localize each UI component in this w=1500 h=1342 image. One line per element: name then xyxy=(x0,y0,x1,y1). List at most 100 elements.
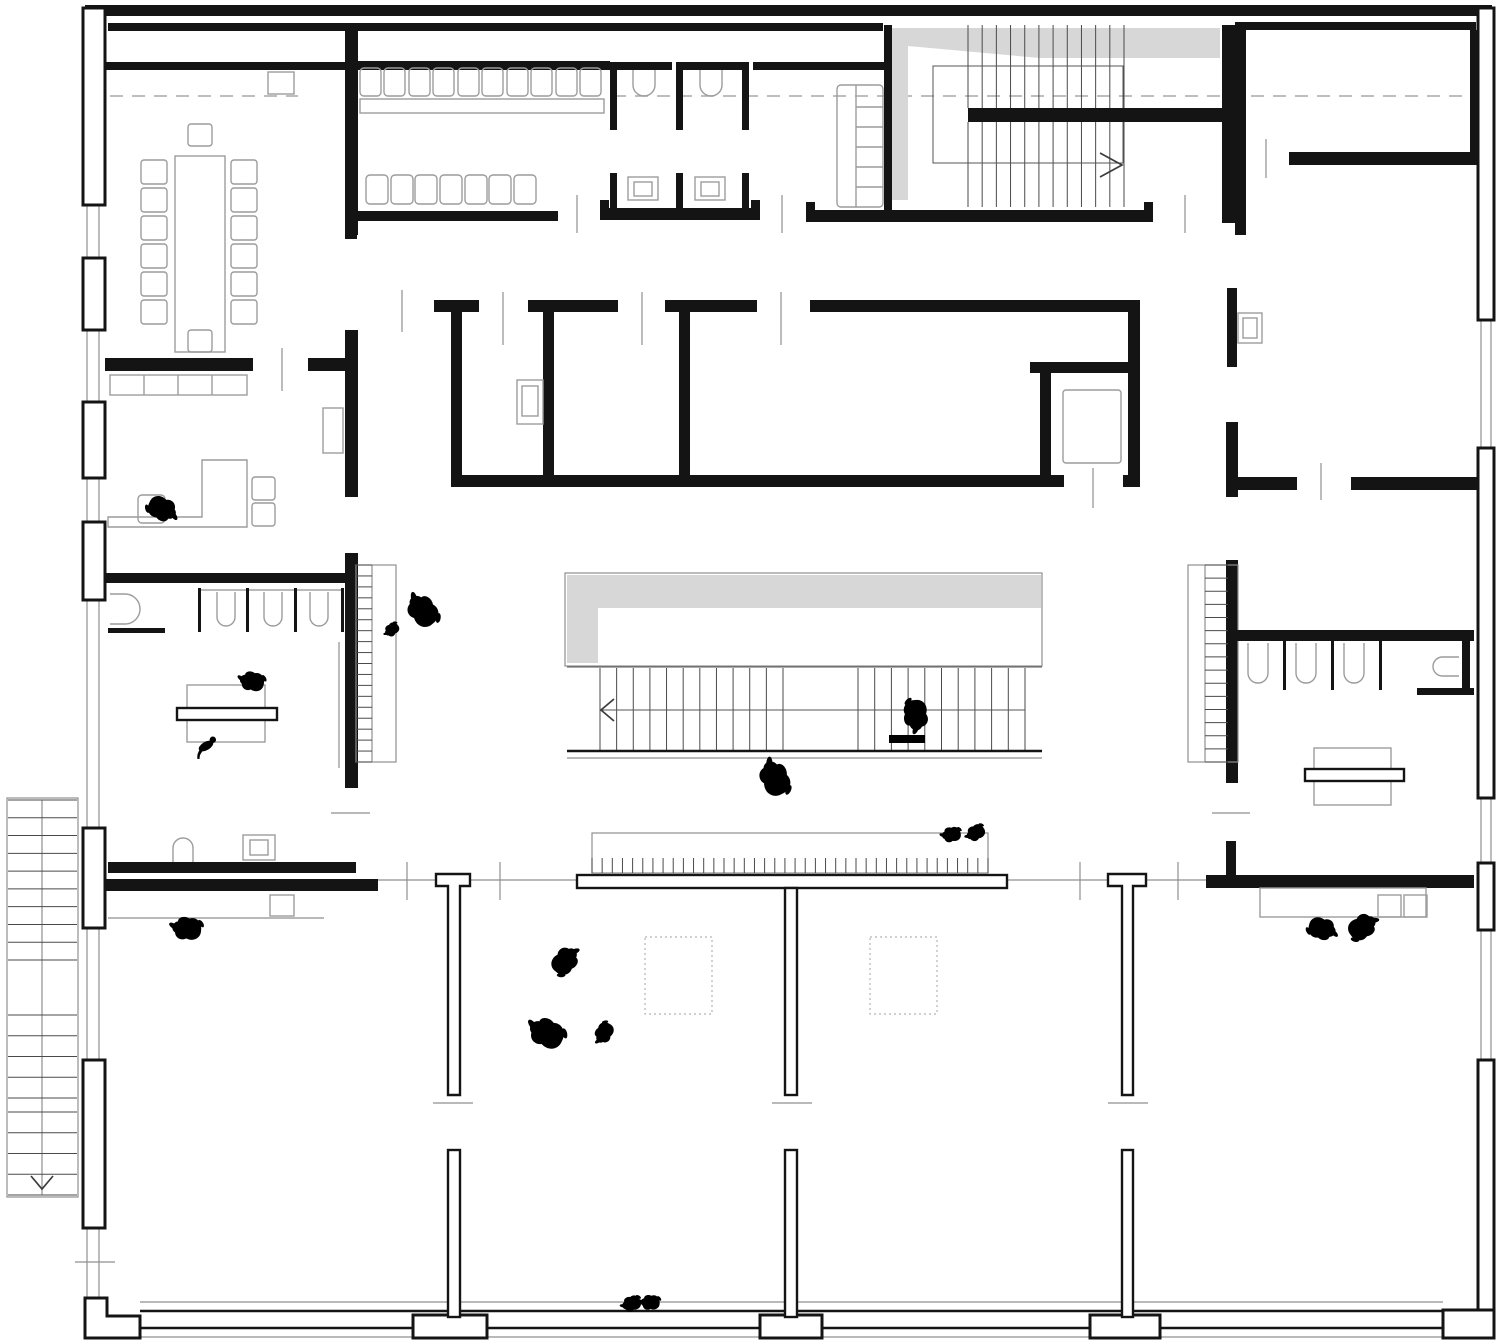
chair xyxy=(1377,894,1402,918)
corridor-spine xyxy=(106,862,1206,1097)
person-figure xyxy=(594,1020,614,1044)
person-figure xyxy=(1348,913,1380,943)
urinal-symbol xyxy=(216,592,236,627)
locker xyxy=(530,67,553,97)
southwest-corner xyxy=(83,1296,142,1340)
chair xyxy=(230,299,258,325)
person-figure xyxy=(964,823,986,842)
west-wall-pier xyxy=(81,1058,107,1230)
office-left xyxy=(105,330,358,528)
dog-figure xyxy=(197,736,216,760)
toilet-right xyxy=(1206,630,1474,918)
person-figure xyxy=(1305,917,1338,941)
stair-direction-arrow xyxy=(599,698,615,722)
locker xyxy=(359,67,382,97)
south-wall-pier xyxy=(1088,1313,1162,1340)
sink-symbol xyxy=(110,593,141,625)
locker xyxy=(383,67,406,97)
stair-left xyxy=(331,564,397,814)
chair xyxy=(140,271,168,297)
chair xyxy=(140,243,168,269)
person-figure xyxy=(903,697,928,735)
cabinet xyxy=(269,894,295,917)
room-top-right xyxy=(1228,22,1478,235)
north-band-wall xyxy=(108,23,883,31)
stair-landing-shade xyxy=(892,28,1220,58)
urinal-symbol xyxy=(1295,643,1317,684)
sink-symbol xyxy=(1432,656,1459,677)
staircase-top-right xyxy=(884,25,1238,223)
person-figure xyxy=(237,671,267,692)
elevator-shaft xyxy=(1062,389,1122,464)
cabinet xyxy=(1237,312,1263,344)
urinal-symbol xyxy=(309,592,329,627)
person-figure xyxy=(551,947,580,978)
west-wall-pier xyxy=(81,520,107,602)
chair xyxy=(140,159,168,185)
locker xyxy=(365,174,389,205)
locker xyxy=(506,67,529,97)
desk xyxy=(107,459,248,528)
urinal-symbol xyxy=(263,592,283,627)
person-figure xyxy=(528,1018,568,1049)
partition-t-pier xyxy=(1106,872,1148,1097)
southeast-corner xyxy=(1441,1308,1496,1340)
chair xyxy=(140,299,168,325)
conference-table xyxy=(174,155,226,353)
chair xyxy=(1403,894,1428,918)
locker xyxy=(513,174,537,205)
staircase-central xyxy=(564,572,1043,759)
locker xyxy=(457,67,480,97)
stair-direction-arrow xyxy=(30,1175,54,1191)
stair-outline xyxy=(6,797,79,1198)
conference-room xyxy=(105,25,358,353)
west-wall-pier xyxy=(81,256,107,332)
stair-landing-shade xyxy=(567,575,1041,663)
highlighted-step xyxy=(889,735,925,743)
partition xyxy=(783,886,799,1097)
east-wall-pier xyxy=(1476,1058,1496,1312)
person-figure xyxy=(145,496,178,522)
core-rooms xyxy=(401,290,1140,508)
floor-marking xyxy=(869,936,938,1015)
toilet-symbol xyxy=(699,70,723,97)
counter xyxy=(1303,767,1406,783)
arch-door xyxy=(172,837,194,862)
bench-outline xyxy=(591,832,989,874)
urinal-symbol xyxy=(1247,643,1269,684)
locker-room xyxy=(345,61,610,239)
locker xyxy=(481,67,504,97)
locker xyxy=(414,174,438,205)
person-figure xyxy=(619,1294,641,1312)
cabinet xyxy=(267,71,295,95)
external-stair-west xyxy=(6,797,79,1198)
locker xyxy=(488,174,512,205)
stair-mid-landing-wall xyxy=(968,108,1224,122)
locker xyxy=(555,67,578,97)
chair xyxy=(187,329,213,353)
partition xyxy=(446,1148,462,1319)
cabinet xyxy=(242,834,276,861)
south-wall-pier xyxy=(758,1313,824,1340)
outer-walls xyxy=(81,5,1496,1340)
west-wall-pier xyxy=(81,6,107,207)
north-facade-wall xyxy=(85,5,1492,16)
locker xyxy=(464,174,488,205)
locker xyxy=(579,67,602,97)
toilet-left xyxy=(105,553,358,873)
east-wall-pier xyxy=(1476,446,1496,800)
stair-right xyxy=(1187,564,1239,763)
locker xyxy=(432,67,455,97)
chair xyxy=(230,159,258,185)
shelf-unit xyxy=(836,84,884,208)
partition xyxy=(783,1148,799,1319)
south-hall xyxy=(75,894,1148,1319)
north-toilets xyxy=(600,62,884,233)
locker xyxy=(439,174,463,205)
locker xyxy=(408,67,431,97)
landing-outline xyxy=(564,572,1043,667)
cabinet xyxy=(322,407,344,454)
chair xyxy=(251,502,276,527)
